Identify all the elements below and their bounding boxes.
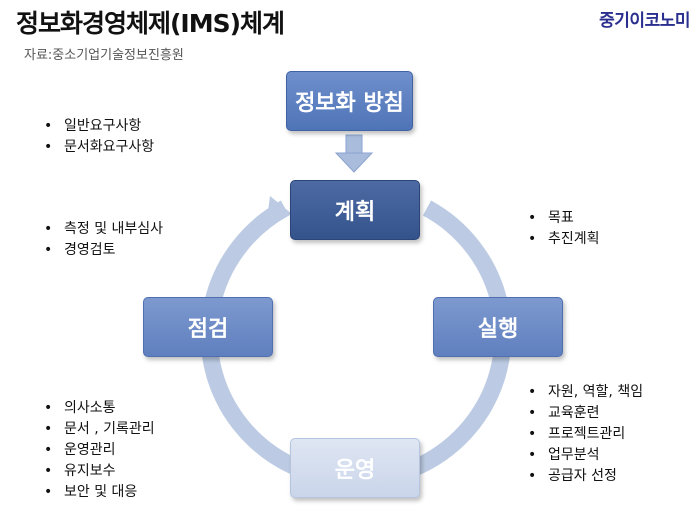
cycle-arrowhead xyxy=(266,196,292,226)
list-item: 운영관리 xyxy=(42,440,155,461)
list-item: 문서화요구사항 xyxy=(42,137,154,158)
node-plan: 계획 xyxy=(290,180,420,240)
source-caption: 자료:중소기업기술정보진흥원 xyxy=(24,48,184,63)
plan-list: 목표 추진계획 xyxy=(526,208,600,250)
check-list: 측정 및 내부심사 경영검토 xyxy=(42,219,163,261)
list-item: 공급자 선정 xyxy=(526,466,643,487)
down-arrow xyxy=(334,134,374,173)
policy-list: 일반요구사항 문서화요구사항 xyxy=(42,116,154,158)
node-check: 점검 xyxy=(143,297,273,357)
list-item: 일반요구사항 xyxy=(42,116,154,137)
do-list: 자원, 역할, 책임 교육훈련 프로젝트관리 업무분석 공급자 선정 xyxy=(526,382,643,487)
list-item: 문서 , 기록관리 xyxy=(42,419,155,440)
list-item: 목표 xyxy=(526,208,600,229)
list-item: 자원, 역할, 책임 xyxy=(526,382,643,403)
brand-logo: 중기이코노미 xyxy=(599,11,690,31)
list-item: 프로젝트관리 xyxy=(526,424,643,445)
list-item: 측정 및 내부심사 xyxy=(42,219,163,240)
list-item: 추진계획 xyxy=(526,229,600,250)
operate-list: 의사소통 문서 , 기록관리 운영관리 유지보수 보안 및 대응 xyxy=(42,398,155,503)
list-item: 교육훈련 xyxy=(526,403,643,424)
list-item: 업무분석 xyxy=(526,445,643,466)
list-item: 보안 및 대응 xyxy=(42,482,155,503)
list-item: 경영검토 xyxy=(42,240,163,261)
page-title: 정보화경영체제(IMS)체계 xyxy=(16,9,285,38)
node-policy: 정보화 방침 xyxy=(286,71,413,131)
list-item: 의사소통 xyxy=(42,398,155,419)
list-item: 유지보수 xyxy=(42,461,155,482)
node-operate: 운영 xyxy=(290,438,420,498)
node-do: 실행 xyxy=(433,297,563,357)
